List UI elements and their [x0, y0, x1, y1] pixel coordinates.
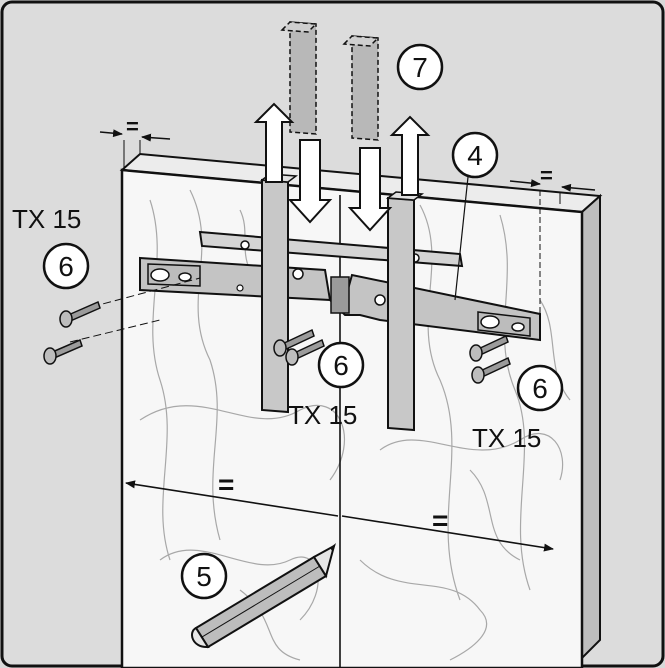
screws-right	[469, 334, 511, 384]
equal-mark-top-left: =	[126, 114, 139, 139]
keyhole-slot-right	[480, 315, 500, 329]
top-dimension-right	[509, 179, 596, 330]
callout-6-center-label: 6	[333, 350, 349, 381]
equal-mark-bottom-right: =	[432, 505, 448, 536]
callout-7: 7	[396, 43, 444, 91]
callout-6-left: 6	[42, 242, 90, 290]
torx-label-right: TX 15	[472, 423, 541, 453]
callout-7-label: 7	[412, 52, 428, 83]
arrow-up-left	[253, 102, 295, 183]
wood-grain	[139, 189, 571, 661]
keyhole-slot-left	[150, 268, 170, 282]
screws-left	[43, 277, 201, 365]
arrow-down-left	[287, 139, 333, 224]
callout-4: 4	[451, 131, 499, 301]
callout-6-right: 6	[516, 364, 564, 412]
equal-mark-bottom-left: =	[218, 469, 234, 500]
top-dimension-left	[99, 129, 171, 168]
pencil	[191, 543, 336, 649]
callout-4-label: 4	[467, 140, 483, 171]
callout-6-left-label: 6	[58, 251, 74, 282]
torx-label-center: TX 15	[288, 400, 357, 430]
callout-6-center: 6	[317, 341, 365, 389]
callout-5: 5	[180, 552, 228, 600]
bottom-dimension	[125, 480, 554, 552]
removed-spacers	[280, 21, 380, 141]
callout-6-right-label: 6	[532, 373, 548, 404]
arrow-down-right	[347, 147, 393, 232]
equal-mark-top-right: =	[540, 163, 553, 188]
torx-label-left: TX 15	[12, 204, 81, 234]
arrow-up-right	[389, 115, 431, 196]
callout-5-label: 5	[196, 561, 212, 592]
spacer-left	[261, 178, 289, 414]
motion-arrows	[253, 102, 431, 232]
door-side-edge	[581, 193, 601, 661]
screws-center	[273, 328, 325, 366]
spacer-right	[387, 196, 415, 432]
